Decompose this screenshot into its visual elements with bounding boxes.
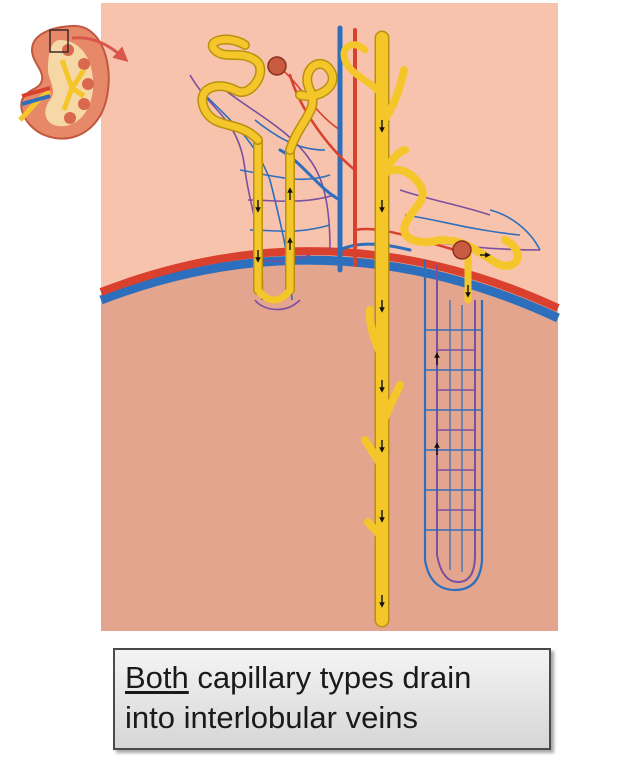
caption-line-2: into interlobular veins	[125, 700, 418, 735]
caption-box: Both capillary types drain into interlob…	[113, 648, 551, 750]
tissue-panel	[101, 3, 558, 631]
glomeruli	[267, 56, 472, 260]
caption-line-1: Both capillary types drain	[125, 658, 539, 698]
caption-emphasis: Both	[125, 660, 189, 695]
glomerulus-juxtamedullary	[452, 240, 472, 260]
cortical-nephron	[197, 34, 386, 304]
arrow-icon	[71, 36, 129, 62]
caption-line-1-rest: capillary types drain	[197, 660, 472, 695]
nephron-blood-supply-diagram	[18, 3, 560, 631]
glomerulus-cortical	[267, 56, 287, 76]
vasa-recta	[423, 260, 484, 592]
collecting-duct	[361, 30, 409, 628]
arcuate-vessels	[99, 247, 560, 323]
kidney-section-icon	[18, 24, 110, 140]
kidney-selection-box	[49, 29, 69, 53]
flow-arrows	[255, 120, 491, 608]
